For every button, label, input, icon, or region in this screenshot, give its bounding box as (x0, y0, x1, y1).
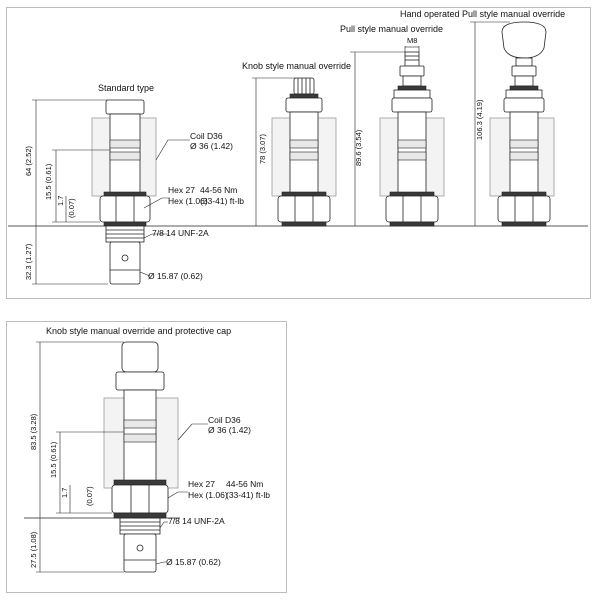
dim-1-7: 1.7 (56, 196, 65, 206)
torque-ftlb-bottom: (33-41) ft-lb (226, 490, 270, 500)
title-pull-style: Pull style manual override (340, 24, 443, 34)
coil-label: Coil D36 (190, 131, 223, 141)
hex-label-bottom: Hex 27 (188, 479, 215, 489)
dim-m8: M8 (407, 36, 417, 45)
dim-15-5-bottom: 15.5 (0.61) (49, 441, 58, 478)
dim-32-3: 32.3 (1.27) (24, 243, 33, 280)
torque-ftlb: (33-41) ft-lb (200, 196, 244, 206)
callout-leaders-bottom (155, 423, 208, 565)
pull-knob (501, 21, 547, 59)
torque-nm-bottom: 44-56 Nm (226, 479, 263, 489)
dim-0-07: (0.07) (67, 198, 76, 218)
title-hand-operated: Hand operated Pull style manual override (400, 9, 565, 19)
coil-label-bottom: Coil D36 (208, 415, 241, 425)
valve-knob-style (271, 77, 337, 227)
protective-cap (121, 341, 159, 373)
dim-89-6: 89.6 (3.54) (354, 129, 363, 166)
dim-1-7-bottom: 1.7 (60, 488, 69, 498)
callout-leaders-standard (139, 139, 190, 277)
dim-27-5: 27.5 (1.08) (29, 531, 38, 568)
dims-standard (32, 99, 110, 285)
dim-83-5: 83.5 (3.28) (29, 413, 38, 450)
cavity-diameter: Ø 15.87 (0.62) (148, 271, 203, 281)
hex-inch-bottom: Hex (1.06) (188, 490, 228, 500)
dim-78: 78 (3.07) (258, 133, 267, 164)
valve-knob-with-cap (103, 341, 179, 573)
valve-standard-type (91, 99, 157, 285)
title-knob-style: Knob style manual override (242, 61, 351, 71)
dim-15-5: 15.5 (0.61) (44, 163, 53, 200)
coil-diameter-bottom: Ø 36 (1.42) (208, 425, 251, 435)
thread-spec-bottom: 7/8 14 UNF-2A (168, 516, 225, 526)
thread-spec: 7/8 14 UNF-2A (152, 228, 209, 238)
title-standard-type: Standard type (98, 83, 154, 93)
dims-bottom (36, 341, 124, 573)
cavity-diameter-bottom: Ø 15.87 (0.62) (166, 557, 221, 567)
valve-hand-operated (489, 21, 555, 227)
valve-pull-style (379, 51, 445, 227)
torque-nm: 44-56 Nm (200, 185, 237, 195)
hex-label: Hex 27 (168, 185, 195, 195)
coil-diameter: Ø 36 (1.42) (190, 141, 233, 151)
title-knob-with-cap: Knob style manual override and protectiv… (46, 326, 231, 336)
dim-64: 64 (2.52) (24, 145, 33, 176)
dim-0-07-bottom: (0.07) (85, 486, 94, 506)
dim-106-3: 106.3 (4.19) (475, 99, 484, 140)
hex-inch: Hex (1.06) (168, 196, 208, 206)
